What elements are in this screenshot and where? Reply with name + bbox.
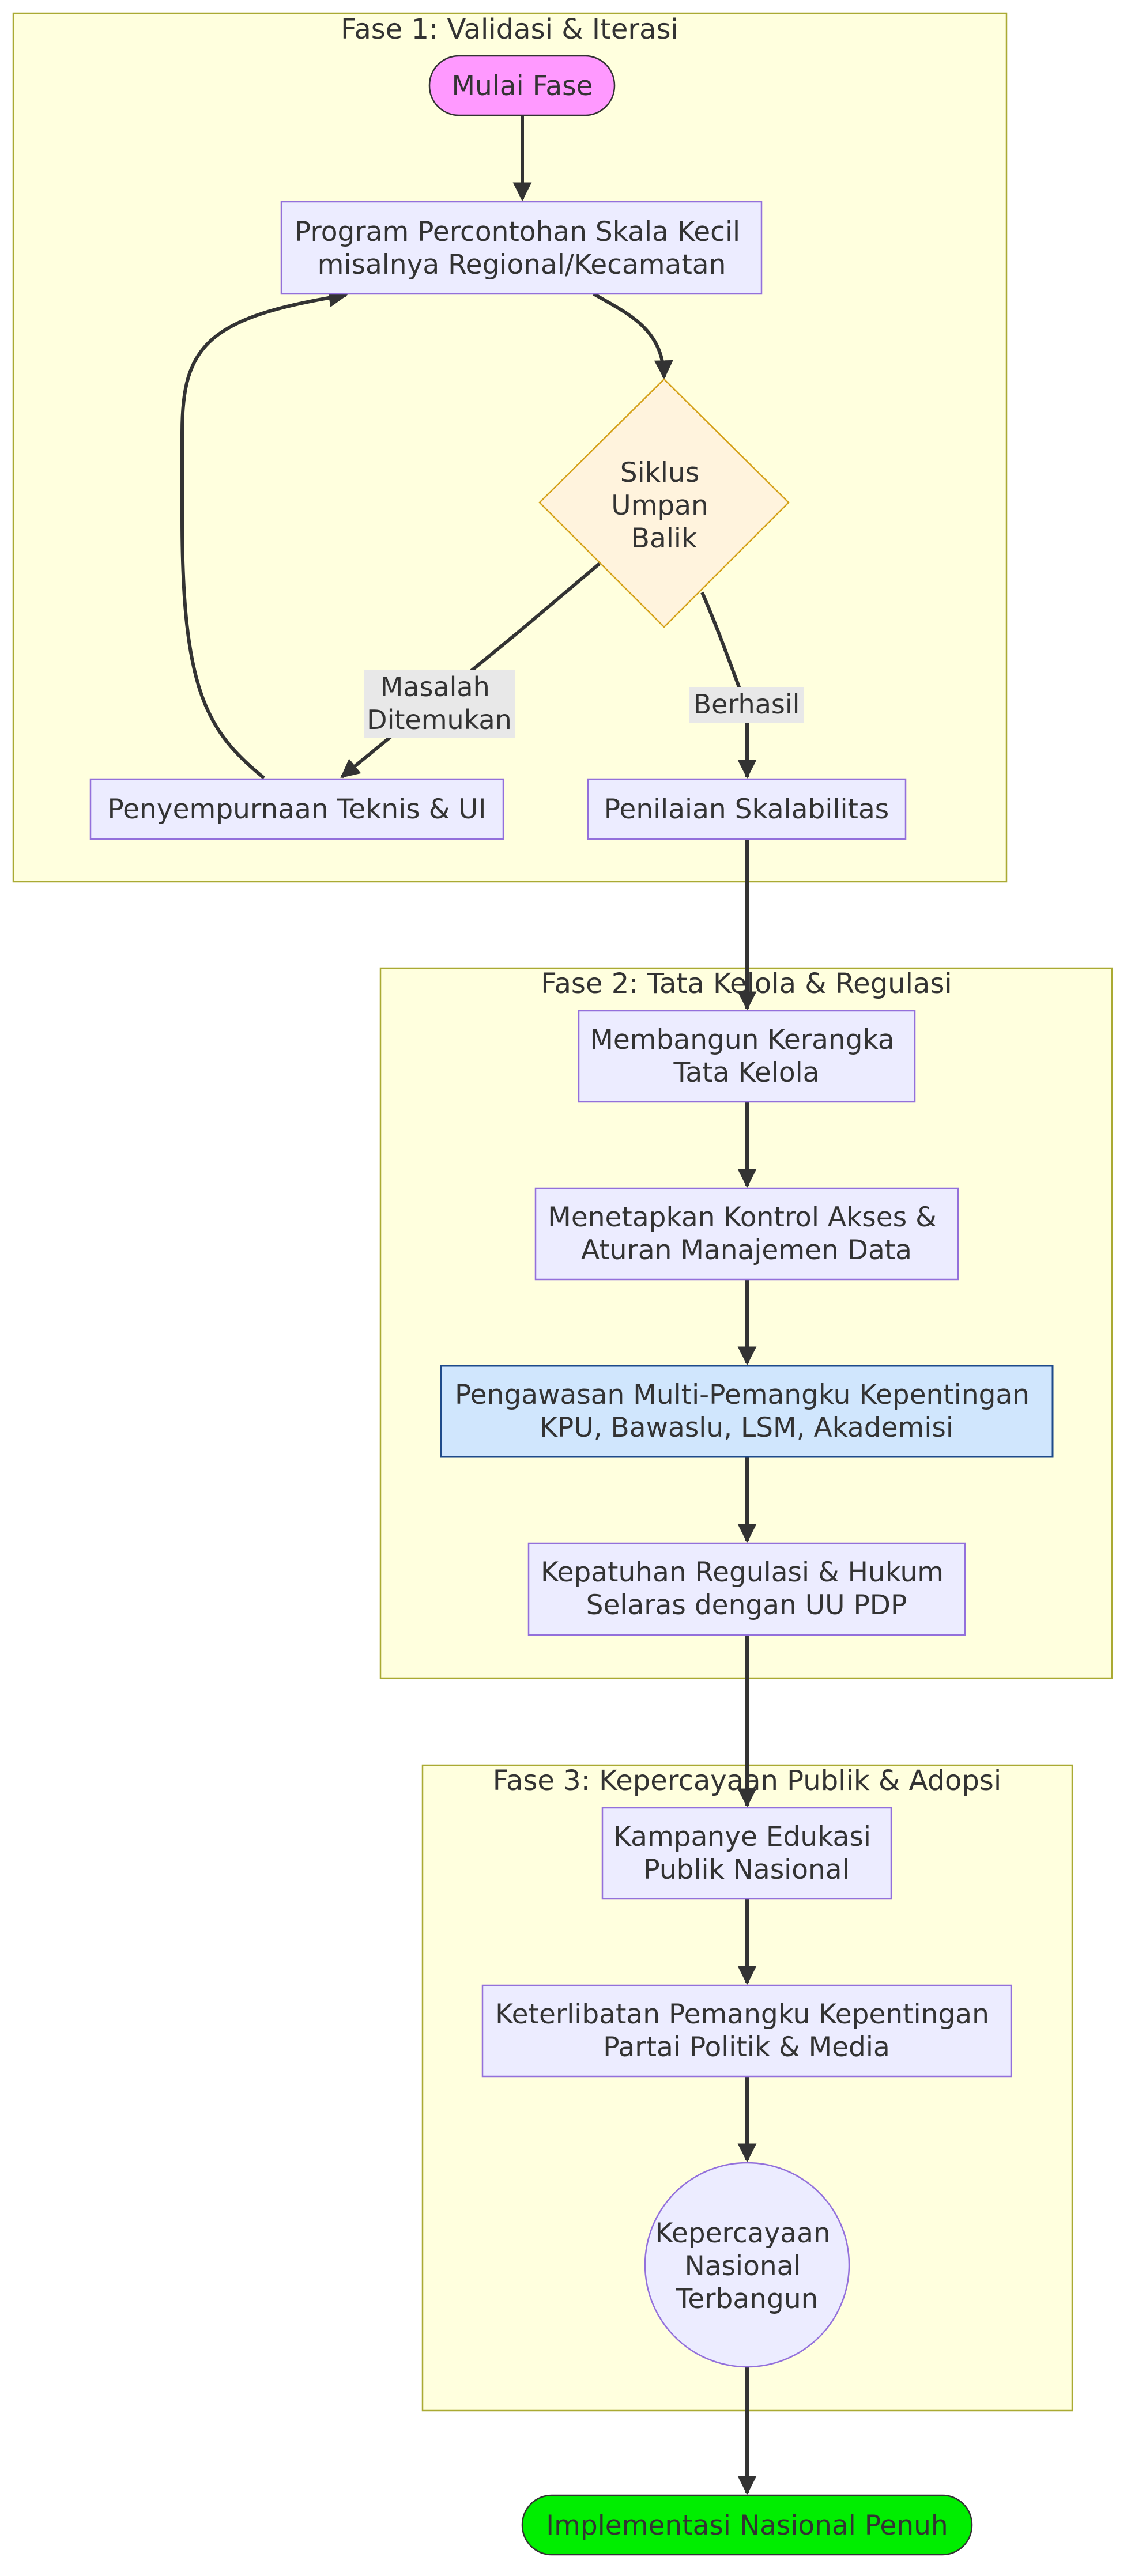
edge-label-success: Berhasil: [689, 687, 804, 723]
node-governance-line-2: Tata Kelola: [673, 1057, 820, 1089]
svg-text:Kampanye Edukasi Publik: Kampanye Edukasi Publik Nasional: [613, 1821, 880, 1886]
svg-text:Membangun Kerangka Tata: Membangun Kerangka Tata Kelola: [590, 1024, 903, 1089]
svg-text:Siklus Umpan Balik: Siklus Umpan Balik: [611, 457, 717, 554]
svg-text:Kepatuhan Regulasi & Hukum: Kepatuhan Regulasi & Hukum Selaras denga…: [541, 1557, 952, 1621]
node-refine: Penyempurnaan Teknis & UI: [89, 778, 504, 840]
cluster-fase-1-title: Fase 1: Validasi & Iterasi: [341, 13, 678, 46]
cluster-fase-1: Fase 1: Validasi & Iterasi: [12, 12, 1008, 883]
node-scalability: Penilaian Skalabilitas: [587, 778, 907, 840]
edge-pilot-feedback: [593, 292, 673, 380]
node-feedback-line-1: Siklus: [620, 457, 699, 489]
node-pilot-line-2: misalnya Regional/Kecamatan: [318, 249, 726, 281]
node-campaign-line-2: Publik Nasional: [643, 1854, 849, 1886]
edge-refine-pilot: [180, 288, 348, 780]
node-engagement: Keterlibatan Pemangku Kepentingan Partai…: [481, 1984, 1012, 2078]
node-trust-line-2: Nasional: [685, 2250, 801, 2282]
node-compliance-line-1: Kepatuhan Regulasi & Hukum: [541, 1557, 944, 1588]
node-start: Mulai Fase: [428, 55, 616, 116]
edge-label-success-text: Berhasil: [693, 689, 800, 720]
node-engagement-line-1: Keterlibatan Pemangku Kepentingan: [495, 1999, 989, 2030]
node-access-line-1: Menetapkan Kontrol Akses &: [548, 1202, 937, 1233]
node-scalability-text: Penilaian Skalabilitas: [604, 794, 889, 825]
svg-text:Kepercayaan Nasional: Kepercayaan Nasional Terbangun: [655, 2218, 839, 2315]
node-access: Menetapkan Kontrol Akses & Aturan Manaje…: [534, 1187, 959, 1281]
node-governance: Membangun Kerangka Tata Kelola: [578, 1010, 916, 1103]
svg-text:Keterlibatan Pemangku Kepentin: Keterlibatan Pemangku Kepentingan Partai…: [495, 1999, 998, 2063]
node-feedback-line-3: Balik: [631, 523, 698, 554]
node-governance-line-1: Membangun Kerangka: [590, 1024, 894, 1056]
node-compliance: Kepatuhan Regulasi & Hukum Selaras denga…: [527, 1542, 966, 1636]
edge-label-issues: Masalah Ditemukan: [364, 670, 515, 738]
node-compliance-line-2: Selaras dengan UU PDP: [586, 1589, 907, 1621]
node-pilot-line-1: Program Percontohan Skala Kecil: [295, 216, 740, 248]
svg-text:Pengawasan Multi-Pemangku Kepe: Pengawasan Multi-Pemangku Kepentingan KP…: [455, 1379, 1038, 1444]
node-pilot: Program Percontohan Skala Kecil misalnya…: [280, 201, 763, 295]
node-feedback: Siklus Umpan Balik: [538, 378, 790, 628]
edge-label-issues-line-1: Masalah: [380, 671, 490, 702]
node-engagement-line-2: Partai Politik & Media: [603, 2031, 890, 2063]
node-trust-line-3: Terbangun: [676, 2283, 819, 2315]
node-trust-line-1: Kepercayaan: [655, 2218, 830, 2249]
svg-text:Program Percontohan Skala Keci: Program Percontohan Skala Kecil misalnya…: [295, 216, 749, 281]
node-refine-text: Penyempurnaan Teknis & UI: [107, 794, 486, 825]
node-start-text: Mulai Fase: [451, 70, 593, 102]
node-trust: Kepercayaan Nasional Terbangun: [644, 2162, 850, 2368]
svg-text:Masalah Ditemukan: Masalah Ditemukan: [367, 671, 512, 735]
node-access-line-2: Aturan Manajemen Data: [581, 1234, 912, 1266]
node-oversight: Pengawasan Multi-Pemangku Kepentingan KP…: [440, 1365, 1054, 1458]
node-oversight-line-1: Pengawasan Multi-Pemangku Kepentingan: [455, 1379, 1030, 1411]
svg-text:Menetapkan Kontrol Akses &: Menetapkan Kontrol Akses & Aturan Manaje…: [548, 1202, 945, 1266]
node-feedback-line-2: Umpan: [611, 490, 708, 522]
edge-label-issues-line-2: Ditemukan: [367, 704, 512, 735]
node-campaign: Kampanye Edukasi Publik Nasional: [601, 1807, 892, 1900]
node-oversight-line-2: KPU, Bawaslu, LSM, Akademisi: [540, 1412, 953, 1444]
node-end-text: Implementasi Nasional Penuh: [546, 2510, 948, 2541]
node-campaign-line-1: Kampanye Edukasi: [613, 1821, 871, 1853]
node-end: Implementasi Nasional Penuh: [521, 2494, 973, 2556]
